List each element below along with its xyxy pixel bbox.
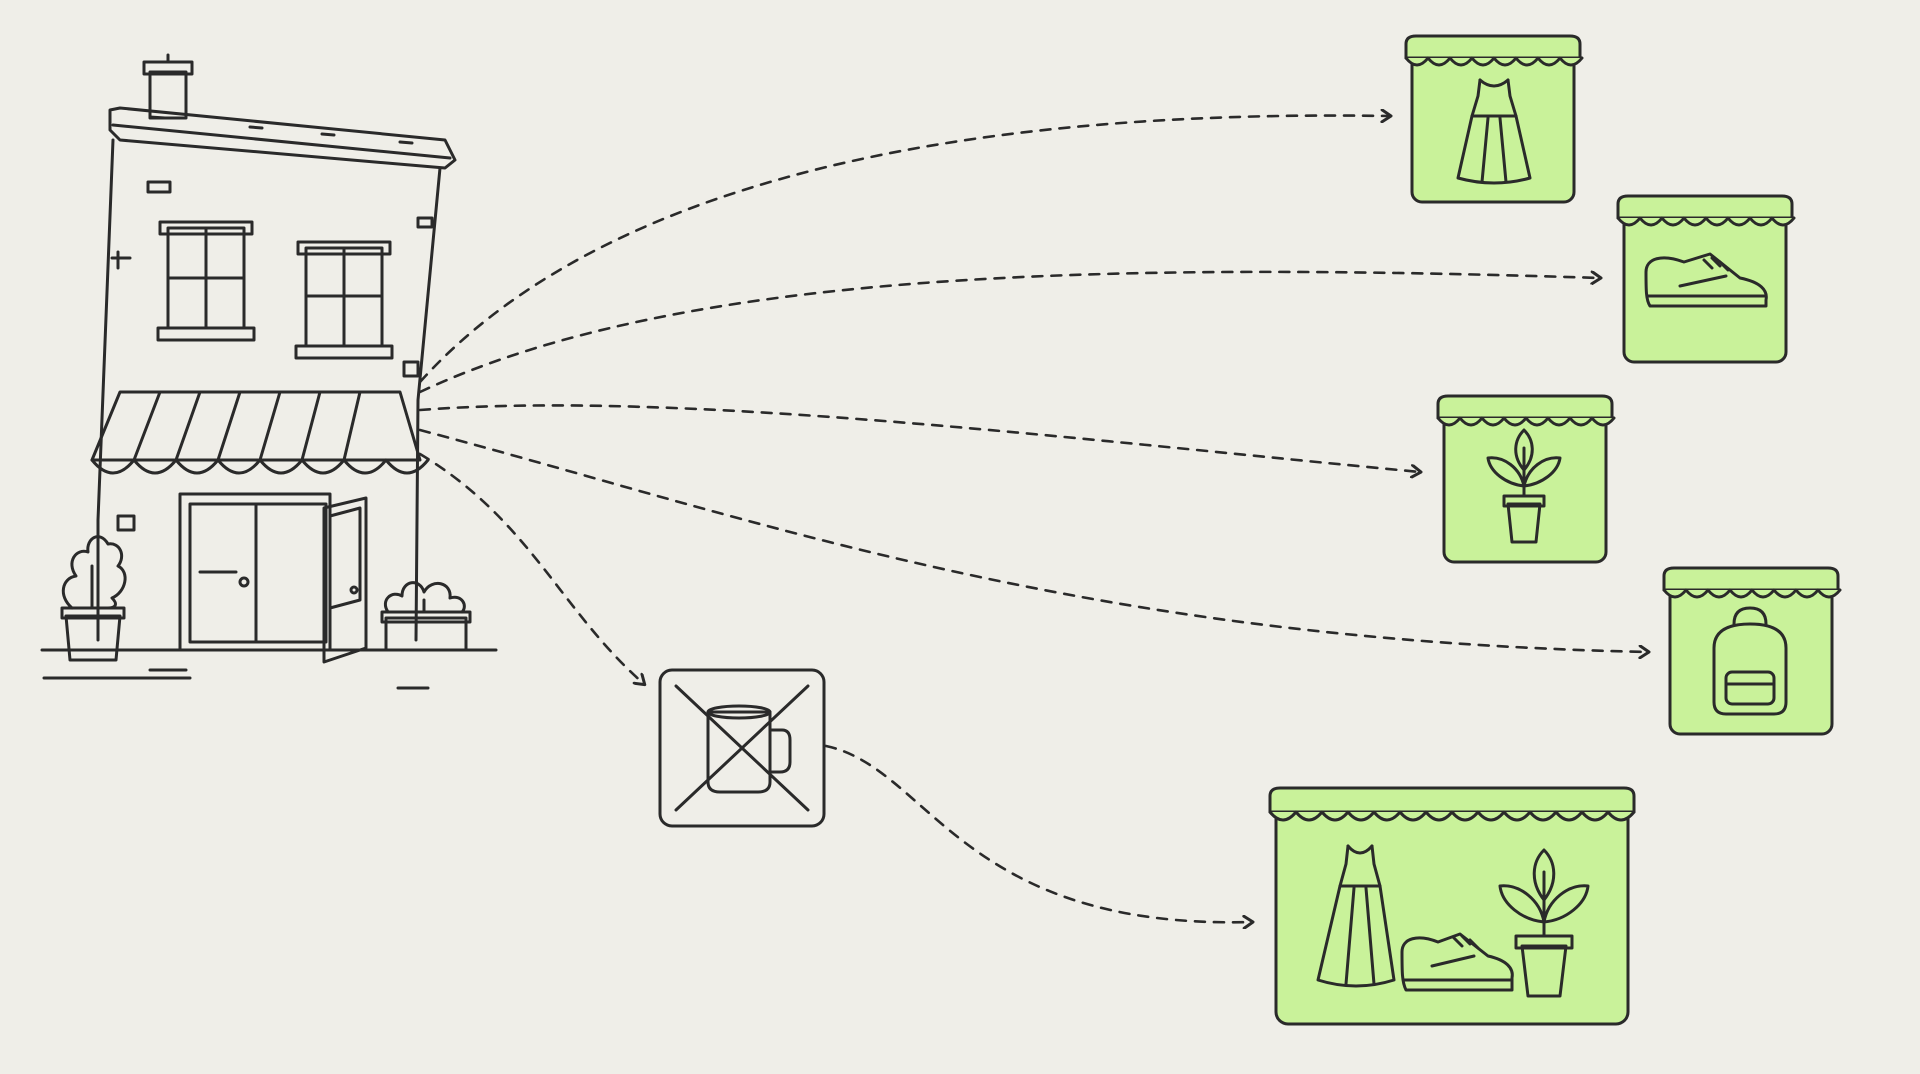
store-dress-shop bbox=[1404, 34, 1584, 204]
backpack-icon bbox=[1712, 606, 1788, 716]
arrow-to-combined-store bbox=[824, 744, 1252, 922]
connectors bbox=[418, 116, 1648, 923]
dress-icon bbox=[1456, 78, 1532, 185]
sneaker-icon bbox=[1400, 932, 1514, 992]
arrow-to-rejected-item bbox=[418, 452, 644, 684]
arrow-to-backpack-shop bbox=[418, 428, 1648, 652]
store-sneaker-shop bbox=[1616, 194, 1796, 364]
arrow-to-sneaker-shop bbox=[418, 270, 1600, 394]
sneaker-icon bbox=[1644, 252, 1768, 308]
arrow-to-dress-shop bbox=[418, 116, 1390, 384]
dress-icon bbox=[1316, 844, 1396, 988]
potted-plant-icon bbox=[1498, 848, 1590, 998]
potted-plant-icon bbox=[1486, 428, 1562, 544]
store-backpack-shop bbox=[1662, 566, 1842, 736]
store-combined bbox=[1268, 786, 1636, 1026]
store-plant-shop bbox=[1436, 394, 1616, 564]
rejected-item bbox=[658, 668, 826, 828]
crossed-out-mug-icon bbox=[674, 684, 810, 812]
building-storefront-icon bbox=[40, 53, 498, 690]
arrow-to-plant-shop bbox=[418, 404, 1420, 472]
